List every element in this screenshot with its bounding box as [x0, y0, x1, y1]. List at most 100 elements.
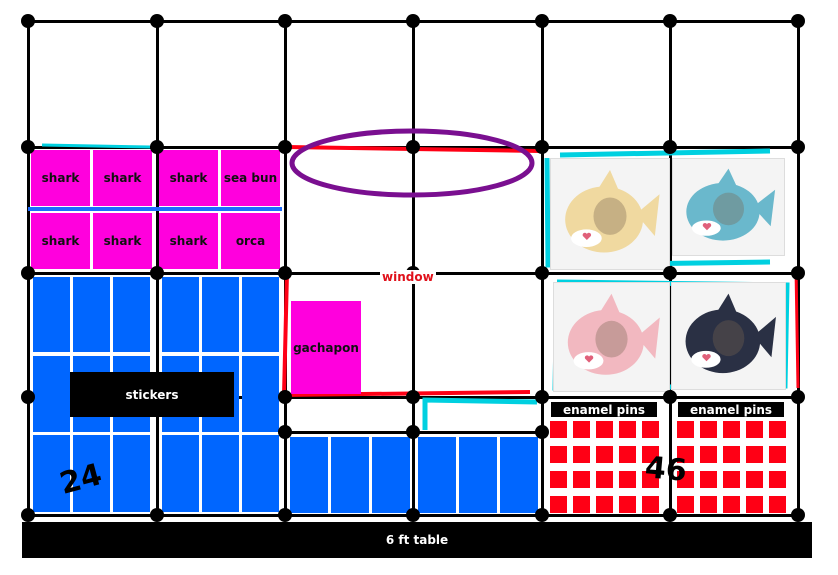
- shelf-cell: [290, 437, 328, 513]
- enamel-pin-slot: [619, 446, 636, 463]
- window-label: window: [380, 270, 436, 284]
- enamel-pin-slot: [573, 471, 590, 488]
- enamel-pin-slot: [677, 471, 694, 488]
- enamel-pin-slot: [723, 446, 740, 463]
- product-photo-pink-shark-bank: [553, 282, 670, 392]
- shelf-cell: [418, 437, 456, 513]
- plushie-tile: sea bun: [221, 150, 280, 206]
- enamel-pin-slot: [573, 421, 590, 438]
- grid-node: [406, 390, 420, 404]
- enamel-pin-slot: [642, 446, 659, 463]
- enamel-pin-slot: [746, 446, 763, 463]
- product-photo-teal-shark-bank: [672, 158, 785, 256]
- enamel-pin-slot: [700, 471, 717, 488]
- table-label: 6 ft table: [22, 522, 812, 558]
- enamel-pin-slot: [642, 496, 659, 513]
- grid-node: [278, 140, 292, 154]
- enamel-pins-label-right: enamel pins: [678, 402, 784, 417]
- grid-node: [278, 266, 292, 280]
- shelf-cell: [73, 435, 110, 512]
- shark-bank-icon: [685, 293, 776, 374]
- grid-node: [535, 508, 549, 522]
- shelf-cell: [242, 435, 279, 512]
- blue-divider-line: [28, 207, 282, 211]
- grid-node: [535, 266, 549, 280]
- enamel-pin-slot: [677, 446, 694, 463]
- grid-node: [791, 266, 805, 280]
- shelf-cell: [113, 277, 150, 352]
- grid-node: [535, 390, 549, 404]
- grid-node: [21, 266, 35, 280]
- enamel-pin-slot: [769, 496, 786, 513]
- grid-node: [791, 14, 805, 28]
- shark-bank-icon: [565, 170, 660, 253]
- shark-bank-icon: [567, 293, 660, 375]
- plushie-tile: shark: [93, 150, 152, 206]
- shark-bank-icon: [686, 168, 776, 241]
- enamel-pin-slot: [700, 446, 717, 463]
- enamel-pin-slot: [550, 421, 567, 438]
- count-right: 46: [643, 450, 689, 489]
- cyan-line-top: [41, 143, 151, 149]
- enamel-pin-slot: [642, 421, 659, 438]
- plushie-tile: shark: [31, 150, 90, 206]
- enamel-pins-label-left: enamel pins: [551, 402, 657, 417]
- enamel-pin-slot: [700, 496, 717, 513]
- shelf-cell: [202, 277, 239, 352]
- grid-node: [21, 140, 35, 154]
- enamel-pin-slot: [573, 446, 590, 463]
- shelf-cell: [242, 277, 279, 352]
- grid-node: [663, 140, 677, 154]
- enamel-pin-slot: [573, 496, 590, 513]
- grid-node: [791, 508, 805, 522]
- enamel-pin-slot: [769, 446, 786, 463]
- plushie-tile: orca: [221, 213, 280, 269]
- cyan-outline-top-photos: [544, 148, 771, 268]
- enamel-pin-slot: [596, 496, 613, 513]
- enamel-pin-slot: [746, 496, 763, 513]
- grid-node: [278, 425, 292, 439]
- grid-node: [535, 140, 549, 154]
- grid-node: [663, 390, 677, 404]
- plushie-tile: shark: [159, 213, 218, 269]
- product-photo-navy-shark-bank: [671, 282, 786, 390]
- shelf-cell: [162, 435, 199, 512]
- shelf-cell: [202, 435, 239, 512]
- grid-node: [278, 390, 292, 404]
- grid-node: [663, 266, 677, 280]
- shelf-cell: [162, 277, 199, 352]
- grid-node: [150, 508, 164, 522]
- shelf-cell: [331, 437, 369, 513]
- shelf-cell: [242, 356, 279, 432]
- stickers-label: stickers: [70, 372, 234, 417]
- enamel-pin-slot: [746, 421, 763, 438]
- gachapon-box: gachapon: [291, 301, 361, 394]
- grid-node: [406, 508, 420, 522]
- shelf-cell: [113, 435, 150, 512]
- shelf-cell: [500, 437, 538, 513]
- grid-node: [21, 390, 35, 404]
- shelf-cell: [33, 356, 70, 432]
- grid-node: [535, 425, 549, 439]
- enamel-pin-slot: [550, 496, 567, 513]
- enamel-pin-slot: [723, 496, 740, 513]
- shelf-cell: [372, 437, 410, 513]
- cyan-line-bottom: [422, 397, 538, 430]
- enamel-pin-slot: [619, 496, 636, 513]
- plushie-tile: shark: [31, 213, 90, 269]
- enamel-pin-slot: [677, 496, 694, 513]
- grid-node: [150, 14, 164, 28]
- grid-node: [406, 425, 420, 439]
- red-line-right: [794, 267, 800, 389]
- grid-node: [150, 266, 164, 280]
- enamel-pin-slot: [769, 421, 786, 438]
- enamel-pin-slot: [769, 471, 786, 488]
- grid-node: [663, 508, 677, 522]
- grid-node: [663, 14, 677, 28]
- enamel-pin-slot: [677, 421, 694, 438]
- shelf-cell: [73, 277, 110, 352]
- grid-node: [406, 14, 420, 28]
- shelf-cell: [33, 277, 70, 352]
- enamel-pin-slot: [723, 471, 740, 488]
- grid-node: [278, 508, 292, 522]
